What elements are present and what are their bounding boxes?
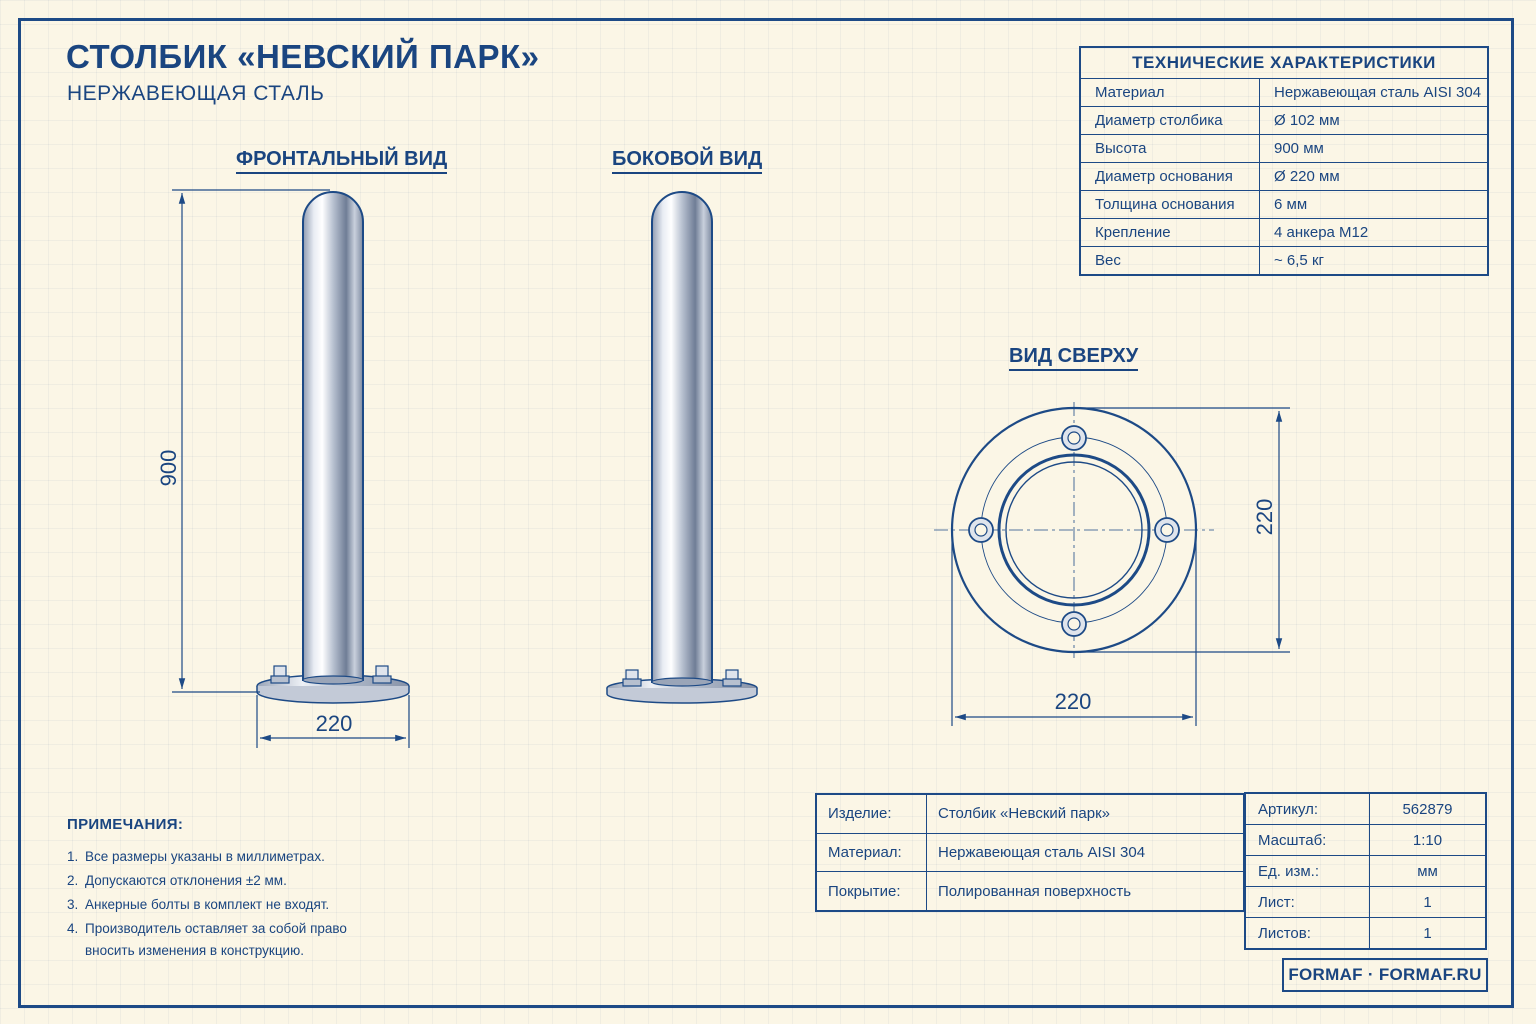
spec-value: Нержавеющая сталь AISI 304 [1259, 78, 1489, 107]
anchor-hole-icon [1154, 517, 1180, 543]
title-block-row: Изделие:Столбик «Невский парк» [815, 793, 1245, 834]
sheet-frame [18, 18, 1514, 1008]
top-height-value: 220 [1252, 499, 1277, 536]
meta-key: Листов: [1244, 917, 1370, 950]
spec-key: Крепление [1079, 218, 1260, 247]
top-width-dimension [951, 530, 1197, 726]
front-height-dimension [172, 189, 330, 693]
specs-title: ТЕХНИЧЕСКИЕ ХАРАКТЕРИСТИКИ [1079, 46, 1489, 79]
note-text: Анкерные болты в комплект не входят. [85, 897, 330, 912]
meta-row: Лист:1 [1244, 886, 1487, 918]
spec-value: Ø 220 мм [1259, 162, 1489, 191]
spec-key: Диаметр основания [1079, 162, 1260, 191]
spec-key: Высота [1079, 134, 1260, 163]
spec-value: ~ 6,5 кг [1259, 246, 1489, 276]
front-width-value: 220 [316, 711, 353, 736]
note-number: 4. [67, 921, 79, 936]
side-view-bollard [606, 191, 758, 704]
front-height-value: 900 [156, 450, 181, 487]
anchor-hole-icon [1061, 425, 1087, 451]
meta-key: Артикул: [1244, 792, 1370, 825]
spec-key: Толщина основания [1079, 190, 1260, 219]
top-view-base-plate [934, 402, 1214, 658]
meta-row: Артикул:562879 [1244, 792, 1487, 825]
anchor-bolt-icon [622, 669, 642, 687]
spec-value: 900 мм [1259, 134, 1489, 163]
front-view-label: ФРОНТАЛЬНЫЙ ВИД [236, 148, 448, 174]
spec-key: Материал [1079, 78, 1260, 107]
meta-key: Ед. изм.: [1244, 855, 1370, 887]
meta-row: Листов:1 [1244, 917, 1487, 950]
top-height-dimension [1074, 407, 1290, 653]
note-number: 1. [67, 849, 79, 864]
spec-key: Вес [1079, 246, 1260, 276]
title-block-value: Столбик «Невский парк» [926, 793, 1245, 834]
spec-row: Вес~ 6,5 кг [1079, 246, 1489, 276]
note-item: 2. Допускаются отклонения ±2 мм. [67, 870, 385, 892]
meta-row: Масштаб:1:10 [1244, 824, 1487, 856]
spec-value: 4 анкера М12 [1259, 218, 1489, 247]
anchor-hole-icon [968, 517, 994, 543]
meta-value: 1 [1369, 917, 1487, 950]
anchor-hole-icon [1061, 611, 1087, 637]
page-subtitle: НЕРЖАВЕЮЩАЯ СТАЛЬ [67, 82, 325, 105]
page-title: СТОЛБИК «НЕВСКИЙ ПАРК» [66, 38, 540, 75]
note-text: Производитель оставляет за собой право в… [85, 921, 347, 958]
meta-value: мм [1369, 855, 1487, 887]
note-item: 1. Все размеры указаны в миллиметрах. [67, 846, 385, 868]
meta-block: Артикул:562879 Масштаб:1:10 Ед. изм.:мм … [1244, 792, 1487, 950]
note-text: Все размеры указаны в миллиметрах. [85, 849, 325, 864]
note-item: 3. Анкерные болты в комплект не входят. [67, 894, 385, 916]
meta-key: Лист: [1244, 886, 1370, 918]
title-block-key: Материал: [815, 832, 927, 873]
note-item: 4. Производитель оставляет за собой право… [67, 918, 385, 962]
anchor-bolt-icon [722, 669, 742, 687]
notes-title: ПРИМЕЧАНИЯ: [67, 816, 184, 833]
top-view-label: ВИД СВЕРХУ [1009, 345, 1139, 371]
title-block-key: Покрытие: [815, 871, 927, 912]
title-block-row: Материал:Нержавеющая сталь AISI 304 [815, 832, 1245, 873]
spec-value: 6 мм [1259, 190, 1489, 219]
title-block-row: Покрытие:Полированная поверхность [815, 871, 1245, 912]
meta-value: 1:10 [1369, 824, 1487, 856]
side-view-label: БОКОВОЙ ВИД [612, 148, 763, 174]
meta-key: Масштаб: [1244, 824, 1370, 856]
meta-row: Ед. изм.:мм [1244, 855, 1487, 887]
title-block-value: Полированная поверхность [926, 871, 1245, 912]
meta-value: 1 [1369, 886, 1487, 918]
notes-block: ПРИМЕЧАНИЯ: 1. Все размеры указаны в милл… [67, 816, 385, 962]
meta-value: 562879 [1369, 792, 1487, 825]
title-block-value: Нержавеющая сталь AISI 304 [926, 832, 1245, 873]
spec-key: Диаметр столбика [1079, 106, 1260, 135]
anchor-bolt-icon [270, 665, 290, 684]
front-width-dimension [256, 695, 410, 748]
anchor-bolt-icon [372, 665, 392, 684]
top-width-value: 220 [1055, 689, 1092, 714]
front-view-bollard [256, 191, 410, 704]
note-text: Допускаются отклонения ±2 мм. [85, 873, 287, 888]
note-number: 2. [67, 873, 79, 888]
spec-value: Ø 102 мм [1259, 106, 1489, 135]
brand-label: FORMAF · FORMAF.RU [1282, 958, 1488, 992]
title-block: Изделие:Столбик «Невский парк» Материал:… [815, 793, 1245, 912]
title-block-key: Изделие: [815, 793, 927, 834]
note-number: 3. [67, 897, 79, 912]
